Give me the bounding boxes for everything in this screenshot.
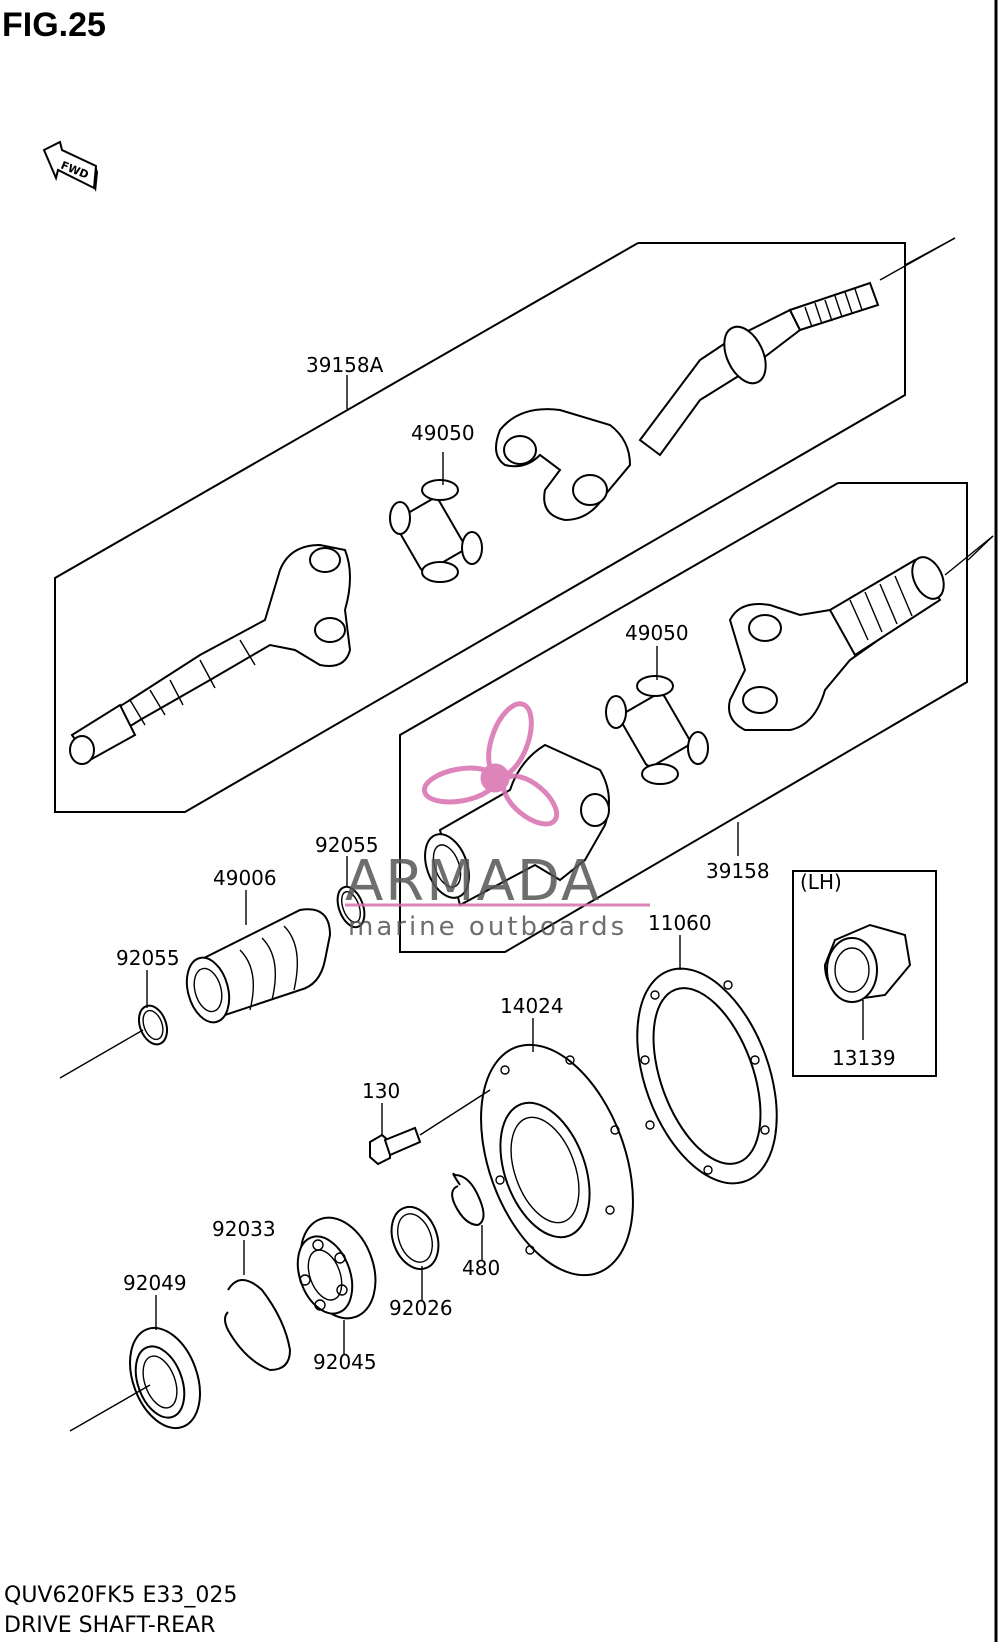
ball-bearing: [296, 1216, 377, 1320]
part-labels: 39158A 49050 49050 39158 92055 49006 920…: [116, 353, 896, 1374]
watermark-tagline: marine outboards: [348, 912, 627, 942]
watermark-brand: ARMADA: [345, 849, 601, 914]
lower-assembly-box: [399, 482, 994, 953]
model-code: QUV620FK5 E33_025: [4, 1583, 237, 1608]
upper-shaft-yoke-left: [69, 543, 352, 765]
forward-arrow-icon: FWD: [42, 140, 98, 192]
lower-shaft-yoke-left: [424, 743, 610, 907]
universal-joint-lower: [605, 675, 709, 785]
label-480: 480: [462, 1256, 500, 1280]
upper-shaft-yoke-right: [495, 281, 880, 522]
figure-title: FIG.25: [2, 6, 106, 44]
propeller-logo-icon: [421, 701, 560, 827]
label-92045: 92045: [313, 1350, 377, 1374]
label-49006: 49006: [213, 866, 277, 890]
lh-coupling: [823, 923, 912, 1003]
inset-label: (LH): [800, 870, 842, 894]
o-ring-upper: [336, 885, 366, 929]
gasket: [636, 967, 778, 1185]
label-92049: 92049: [123, 1271, 187, 1295]
label-39158: 39158: [706, 859, 770, 883]
circlip: [451, 1172, 485, 1227]
label-92026: 92026: [389, 1296, 453, 1320]
washer: [390, 1206, 440, 1270]
label-11060: 11060: [648, 911, 712, 935]
label-13139: 13139: [832, 1046, 896, 1070]
label-92033: 92033: [212, 1217, 276, 1241]
upper-assembly-box: [54, 237, 956, 813]
diagram-caption: DRIVE SHAFT-REAR: [4, 1613, 215, 1638]
label-92055-lower: 92055: [116, 946, 180, 970]
label-39158A: 39158A: [306, 353, 384, 377]
label-92055-upper: 92055: [315, 833, 379, 857]
watermark: ARMADA marine outboards: [345, 701, 650, 942]
lower-shaft-yoke-right: [728, 556, 945, 731]
housing-flange: [480, 1043, 634, 1277]
universal-joint-upper: [389, 479, 483, 583]
snap-ring: [224, 1279, 292, 1372]
label-49050-lower: 49050: [625, 621, 689, 645]
label-49050-upper: 49050: [411, 421, 475, 445]
o-ring-lower: [59, 1004, 169, 1079]
boot-bellows: [185, 908, 332, 1024]
oil-seal: [69, 1326, 201, 1432]
label-14024: 14024: [500, 994, 564, 1018]
label-130: 130: [362, 1079, 400, 1103]
leader-lines: [146, 375, 864, 1354]
lh-inset-box: (LH): [792, 870, 937, 1077]
